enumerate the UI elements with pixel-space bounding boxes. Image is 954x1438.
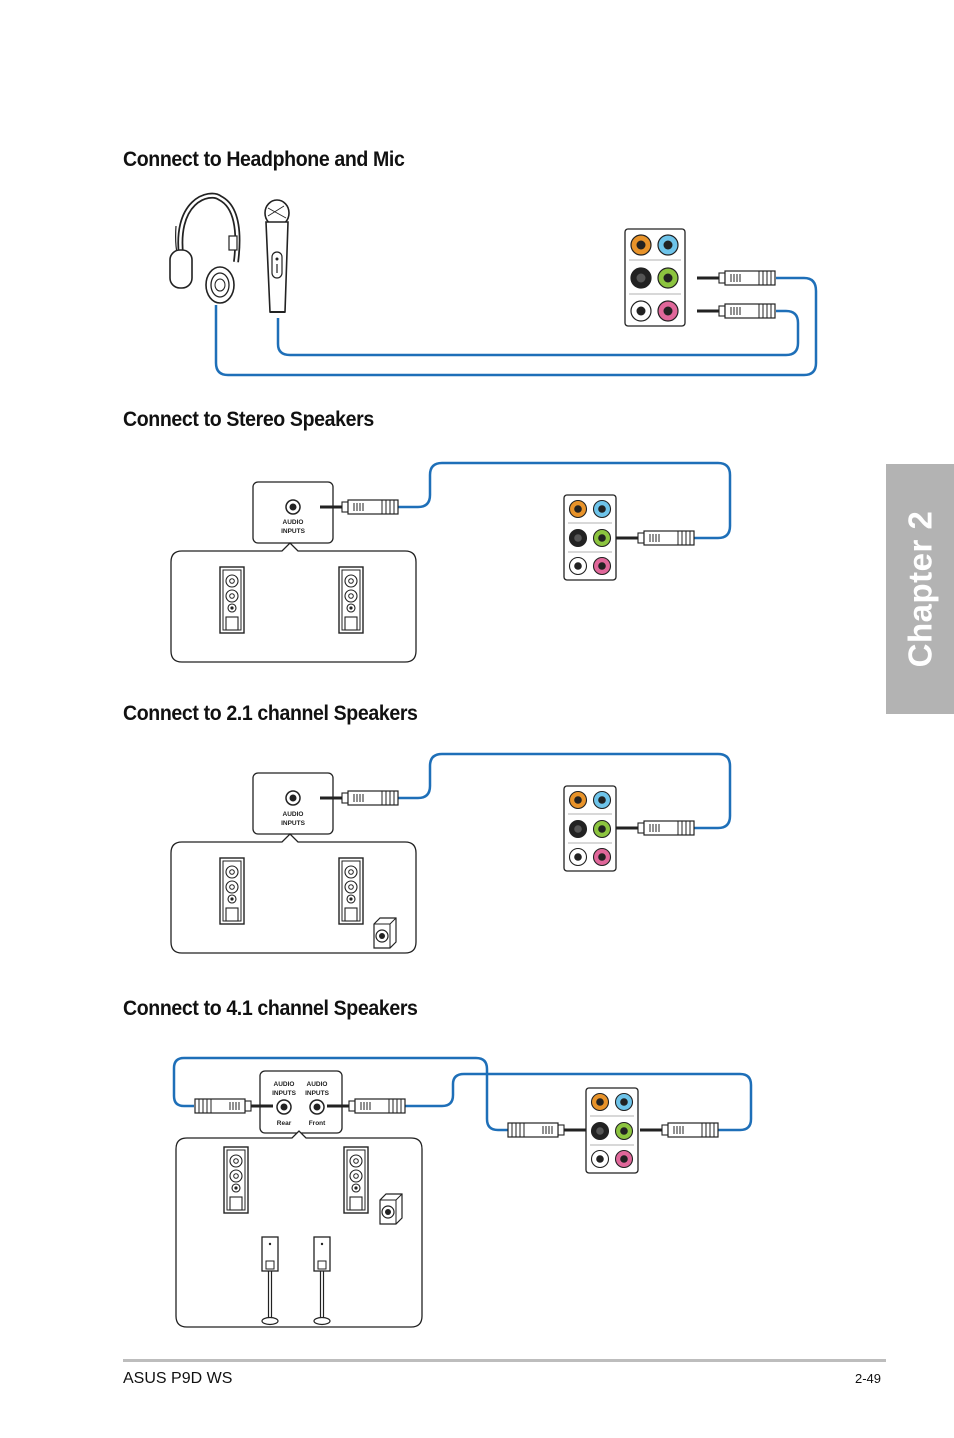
audio-inputs-label: INPUTS bbox=[281, 528, 306, 535]
tower-speaker-icon bbox=[223, 1146, 249, 1214]
tower-speaker-icon bbox=[338, 566, 364, 634]
audio-inputs-label: INPUTS bbox=[281, 820, 306, 827]
headphone-mic-diagram bbox=[169, 192, 818, 377]
chapter-side-tab: Chapter 2 bbox=[886, 464, 954, 714]
subwoofer-icon bbox=[379, 1193, 403, 1225]
audio-inputs-box bbox=[259, 1070, 343, 1134]
audio-inputs-label: AUDIO bbox=[283, 519, 304, 526]
channel-41-speakers-diagram: AUDIO INPUTS AUDIO INPUTS Rear Front bbox=[172, 1056, 753, 1328]
heading-41-channel-speakers: Connect to 4.1 channel Speakers bbox=[123, 997, 418, 1020]
audio-inputs-label: INPUTS bbox=[272, 1090, 297, 1097]
speaker-cable bbox=[398, 752, 732, 830]
speaker-group-box bbox=[175, 1130, 423, 1328]
speaker-group-box bbox=[170, 542, 417, 663]
tower-speaker-icon bbox=[343, 1146, 369, 1214]
microphone-icon bbox=[264, 199, 290, 313]
channel-21-speakers-diagram: AUDIO INPUTS bbox=[170, 752, 732, 954]
audio-panel-icon bbox=[585, 1087, 639, 1174]
audio-plug-icon bbox=[506, 1121, 588, 1139]
front-speaker-cable bbox=[404, 1072, 753, 1132]
speaker-cable bbox=[398, 461, 732, 540]
audio-inputs-label: AUDIO bbox=[307, 1081, 328, 1088]
heading-21-channel-speakers: Connect to 2.1 channel Speakers bbox=[123, 702, 418, 725]
microphone-cable bbox=[276, 309, 800, 357]
audio-inputs-label: AUDIO bbox=[283, 811, 304, 818]
footer-page-number: 2-49 bbox=[855, 1371, 882, 1386]
heading-stereo-speakers: Connect to Stereo Speakers bbox=[123, 408, 374, 431]
audio-connection-diagrams: AUDIO INPUTS AUDIO INPUTS AUDIO INPUTS A… bbox=[169, 192, 818, 1328]
audio-panel-icon bbox=[563, 494, 617, 581]
rear-speaker-cable bbox=[172, 1056, 510, 1132]
audio-plug-icon bbox=[614, 819, 696, 837]
rear-label: Rear bbox=[277, 1120, 292, 1127]
headphone-cable bbox=[214, 276, 818, 377]
tower-speaker-icon bbox=[338, 857, 364, 925]
audio-plug-icon bbox=[695, 269, 777, 287]
tower-speaker-icon bbox=[219, 566, 245, 634]
audio-panel-icon bbox=[563, 785, 617, 872]
subwoofer-icon bbox=[373, 917, 397, 949]
footer-product-name: ASUS P9D WS bbox=[123, 1370, 233, 1387]
heading-headphone-mic: Connect to Headphone and Mic bbox=[123, 148, 405, 171]
audio-panel-icon bbox=[624, 228, 686, 327]
audio-plug-icon bbox=[614, 529, 696, 547]
audio-plug-icon bbox=[695, 302, 777, 320]
headphone-icon bbox=[169, 192, 241, 304]
footer-divider bbox=[123, 1359, 886, 1362]
stereo-speakers-diagram: AUDIO INPUTS bbox=[170, 461, 732, 663]
audio-plug-icon bbox=[638, 1121, 720, 1139]
audio-inputs-label: INPUTS bbox=[305, 1090, 330, 1097]
chapter-label: Chapter 2 bbox=[901, 510, 938, 668]
front-label: Front bbox=[309, 1120, 326, 1127]
tower-speaker-icon bbox=[219, 857, 245, 925]
audio-inputs-label: AUDIO bbox=[274, 1081, 295, 1088]
